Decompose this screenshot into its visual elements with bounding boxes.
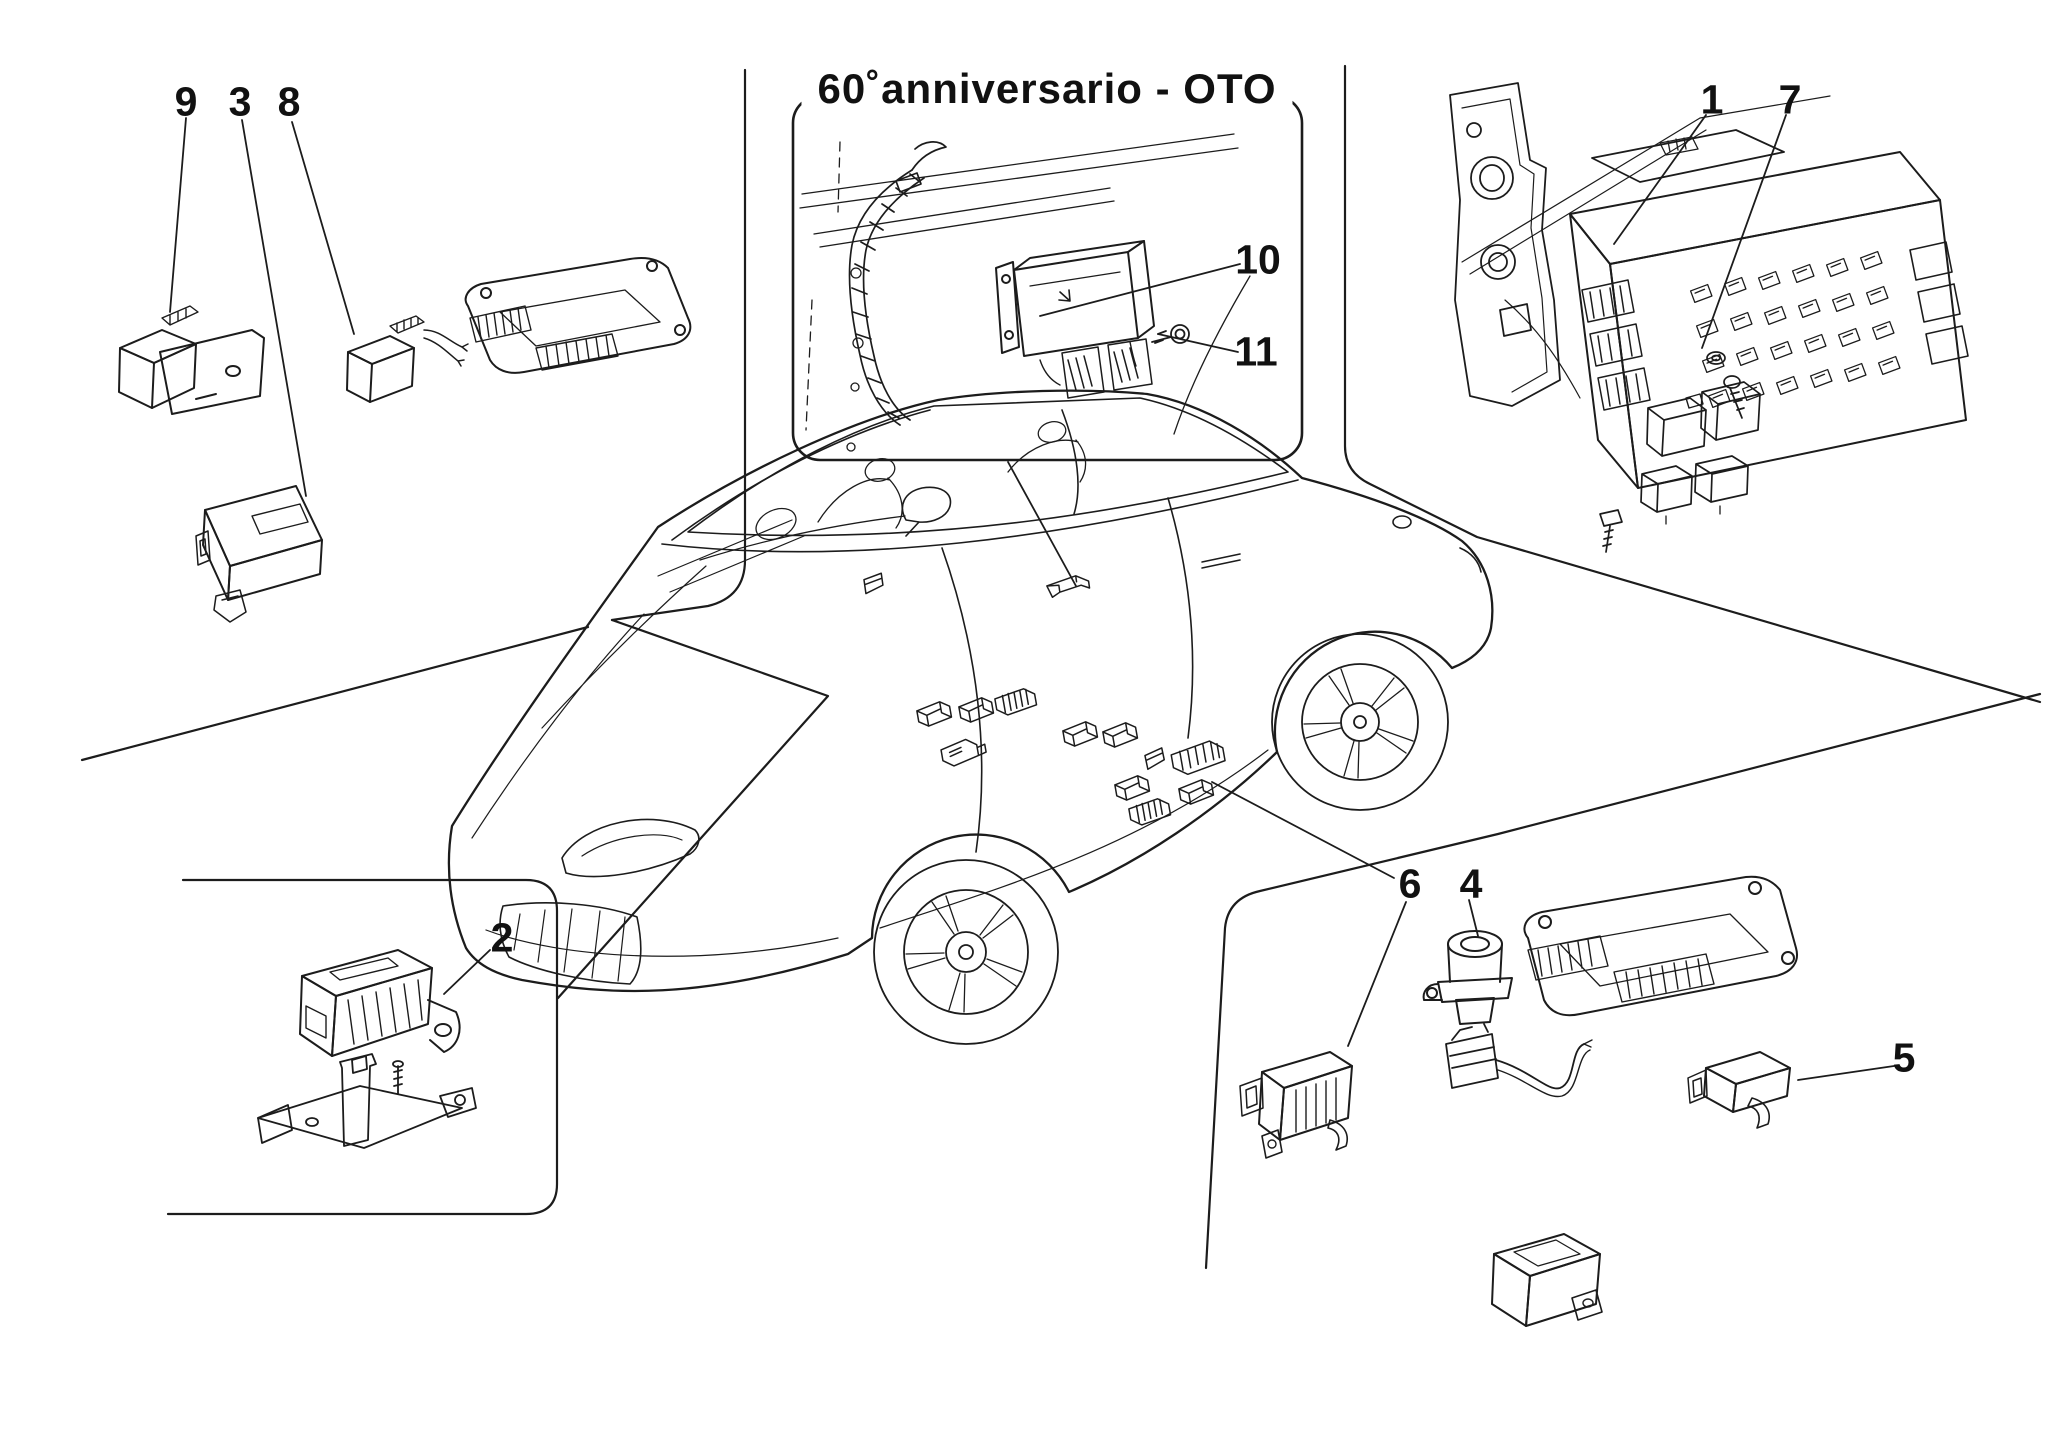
leader-inset-to-car — [1007, 461, 1077, 587]
inset-harness — [848, 141, 947, 426]
side-connectors — [1581, 279, 1651, 411]
right-sockets — [1909, 241, 1969, 365]
car-glass-and-details — [471, 397, 1482, 985]
module-5 — [1687, 1051, 1791, 1129]
leader-6-to-car — [1211, 781, 1395, 879]
sensor-4 — [1422, 930, 1593, 1098]
relay-9 — [118, 305, 265, 415]
inset-box — [791, 94, 1304, 462]
divider-front-wedge — [556, 618, 830, 1000]
callout-5[interactable]: 5 — [1892, 1034, 1916, 1081]
inset-title: 60˚anniversario - OTO — [801, 65, 1293, 113]
callout-10[interactable]: 10 — [1235, 236, 1281, 283]
callout-8[interactable]: 8 — [277, 78, 301, 125]
callout-6[interactable]: 6 — [1398, 860, 1422, 907]
callout-11[interactable]: 11 — [1234, 328, 1278, 375]
sensor-4-pigtail — [1445, 1023, 1593, 1098]
divider-topleft-vertical — [610, 68, 747, 622]
fuse-grid — [1689, 250, 1902, 409]
leader-2 — [443, 949, 491, 995]
rear-wheel — [1271, 633, 1449, 811]
inset-module — [995, 240, 1155, 399]
divider-topleft-diagonal — [80, 625, 590, 762]
module-6 — [1239, 1051, 1353, 1159]
leader-5 — [1797, 1065, 1895, 1081]
front-wheel — [873, 859, 1059, 1045]
loose-relays — [1640, 455, 1749, 525]
callout-9[interactable]: 9 — [174, 78, 198, 125]
mounting-bracket — [1449, 82, 1831, 407]
car-interior-hints — [699, 421, 1087, 561]
leader-6-to-part — [1347, 901, 1407, 1047]
car — [447, 389, 1494, 1045]
zone-divider-lines — [80, 64, 2042, 1270]
relay-8 — [346, 315, 469, 403]
fuse-box-cover — [1591, 129, 1785, 183]
callout-3[interactable]: 3 — [228, 78, 252, 125]
leader-9 — [169, 117, 187, 313]
inset-border — [791, 94, 1304, 462]
module-2-bracket — [257, 1053, 477, 1149]
callout-7[interactable]: 7 — [1778, 76, 1802, 123]
divider-bottomright — [1204, 692, 2042, 1270]
leader-10 — [1039, 263, 1241, 317]
screw-washer — [1706, 351, 1745, 419]
divider-topright — [1343, 64, 2042, 704]
inset-screw — [1151, 324, 1190, 344]
engine-ecu-bottom — [1523, 875, 1798, 1017]
group-module-2 — [257, 949, 491, 1149]
bolt — [1599, 509, 1623, 553]
callout-1[interactable]: 1 — [1700, 76, 1724, 123]
callout-2[interactable]: 2 — [490, 914, 514, 961]
fuse-box-body — [1569, 151, 1969, 489]
leader-4 — [1468, 899, 1479, 937]
zone-box-bottom-left — [166, 878, 559, 1216]
engine-ecu-top — [464, 257, 692, 374]
group-fuse-box — [1449, 82, 1969, 553]
module-2 — [299, 949, 461, 1057]
clip — [1685, 393, 1704, 409]
leader-3 — [241, 119, 307, 497]
car-body-outline — [447, 389, 1494, 993]
leader-1 — [1613, 114, 1707, 245]
group-top-left — [118, 117, 692, 623]
car-module-location-icons — [862, 572, 1227, 828]
body-relays — [1646, 381, 1761, 457]
leader-8 — [291, 121, 355, 335]
module-bottom-center — [1491, 1233, 1603, 1327]
leader-11 — [1157, 333, 1239, 353]
group-bottom-right — [1211, 781, 1895, 1327]
callout-4[interactable]: 4 — [1459, 860, 1483, 907]
module-3 — [195, 485, 323, 623]
